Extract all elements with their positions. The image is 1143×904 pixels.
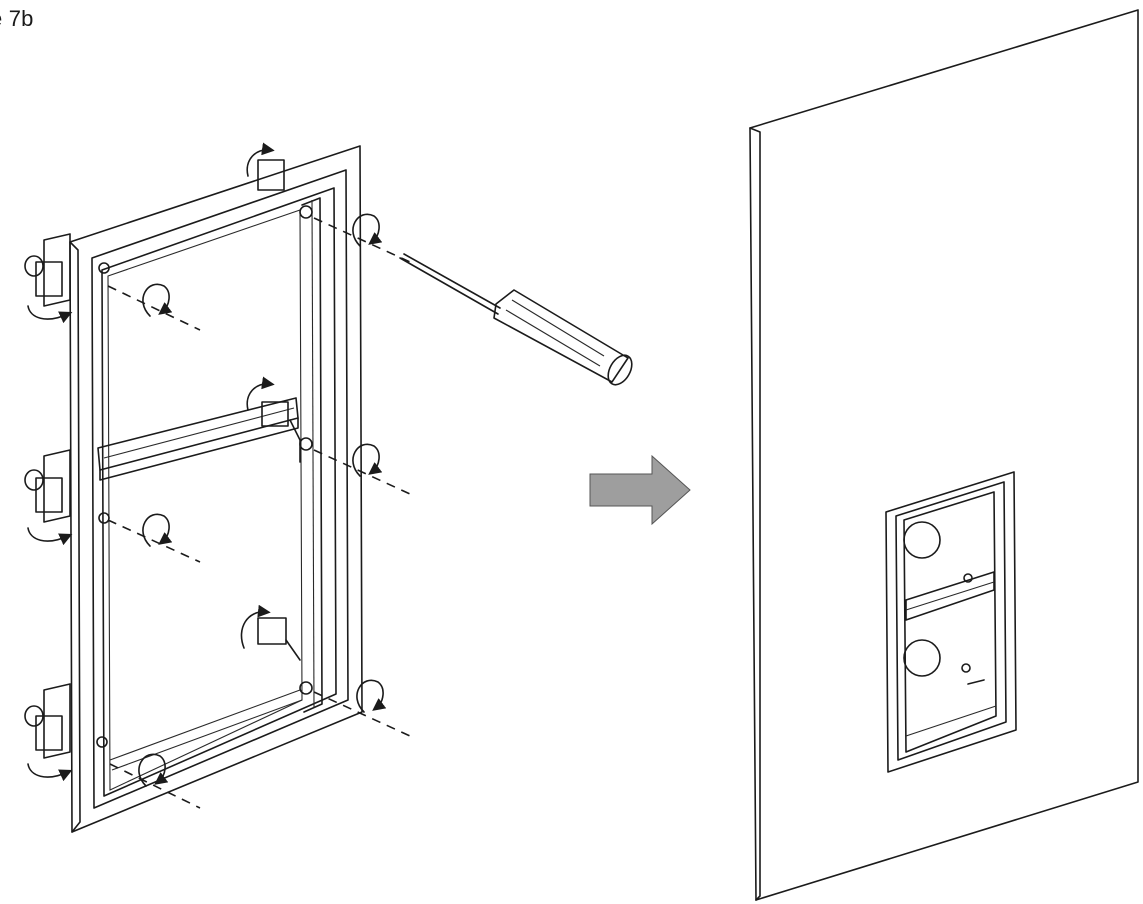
figure-label: ure 7b (0, 6, 34, 31)
screwdriver-icon (399, 253, 633, 386)
rotate-arrow-icon (27, 142, 387, 787)
clamp-top-inner (257, 159, 285, 191)
clamp-mid-inner (261, 401, 301, 463)
screw-heads (96, 205, 313, 748)
flush-mount-frame (69, 145, 363, 833)
clamp-bracket-mid-left (24, 449, 71, 523)
clamp-bracket-top-left (24, 233, 71, 307)
installed-frame (885, 471, 1017, 773)
screw-axes (107, 217, 411, 809)
clamp-low-inner (257, 617, 301, 661)
clamp-bracket-bottom-left (24, 683, 71, 759)
wall-panel (749, 9, 1139, 901)
right-arrow-icon (589, 454, 691, 526)
